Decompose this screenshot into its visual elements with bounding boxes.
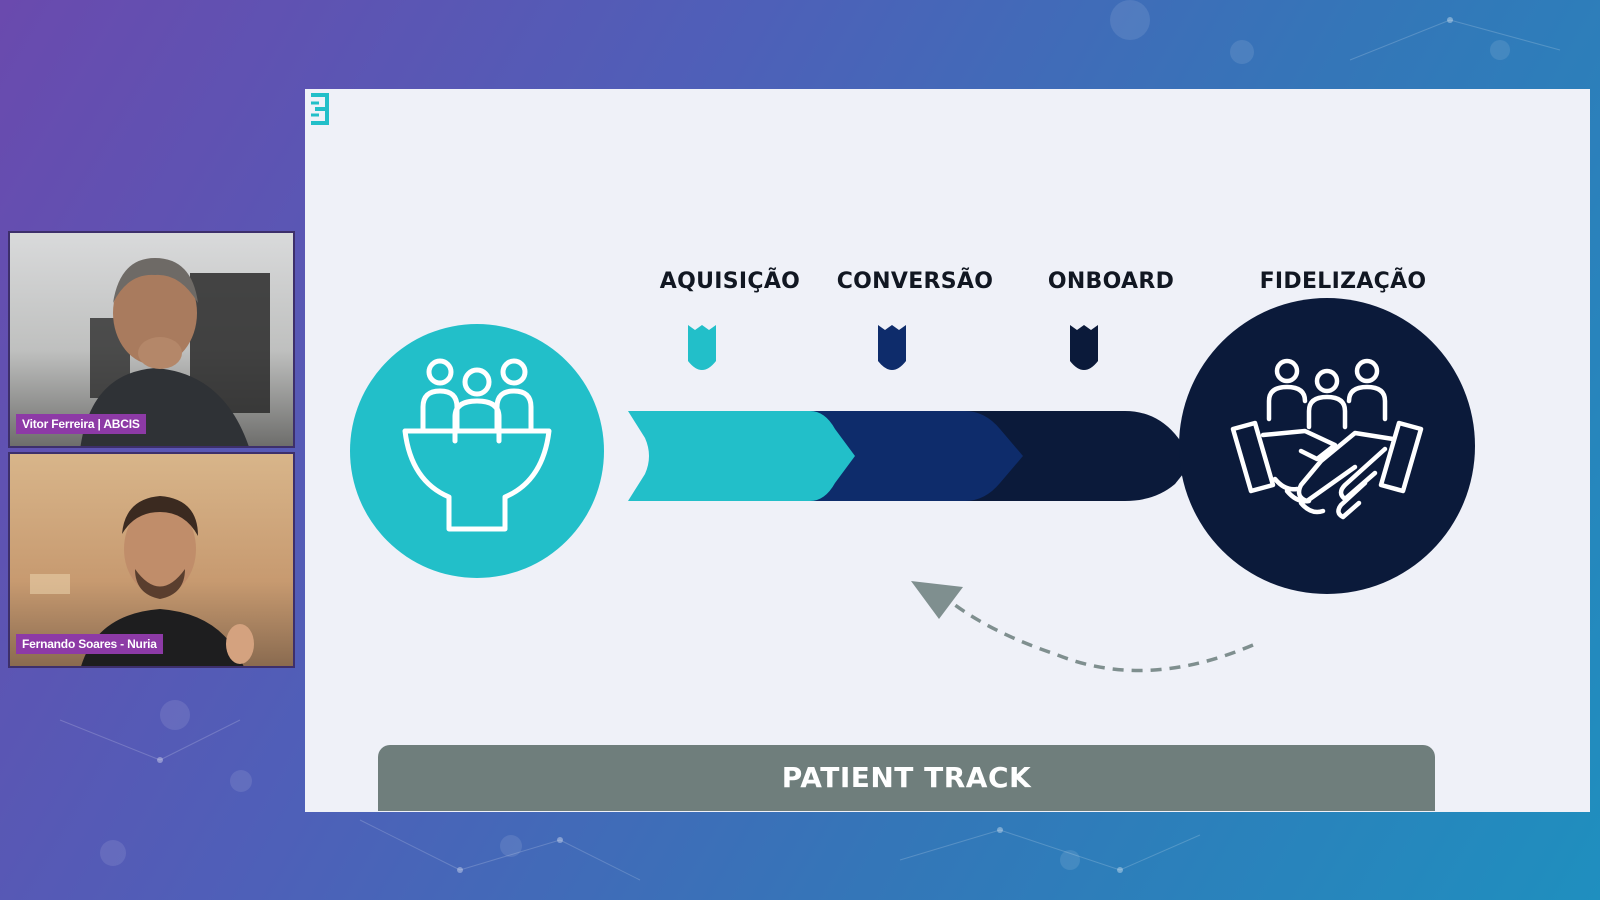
background-bokeh (1060, 850, 1080, 870)
background-bokeh (230, 770, 252, 792)
stage-label-conversao: CONVERSÃO (836, 269, 994, 294)
patient-track-diagram (350, 298, 1475, 673)
brand-logo-icon (311, 93, 329, 125)
stage-label-onboard: ONBOARD (1047, 269, 1175, 294)
background-bokeh (160, 700, 190, 730)
participant-1-nametag: Vitor Ferreira | ABCIS (16, 414, 146, 434)
background-bokeh (500, 835, 522, 857)
acquisition-segment (628, 411, 855, 501)
stage-label-fidelizacao: FIDELIZAÇÃO (1259, 269, 1427, 294)
participant-1-silhouette (80, 258, 270, 446)
marker-conversao-icon (878, 325, 906, 370)
background-bokeh (100, 840, 126, 866)
stage-label-aquisicao: AQUISIÇÃO (659, 269, 801, 294)
participant-video-1[interactable]: Vitor Ferreira | ABCIS (8, 231, 295, 448)
background-bokeh (1490, 40, 1510, 60)
patient-track-banner: PATIENT TRACK (378, 745, 1435, 811)
shared-slide: AQUISIÇÃO CONVERSÃO ONBOARD FIDELIZAÇÃO … (305, 89, 1590, 812)
marker-aquisicao-icon (688, 325, 716, 370)
participant-video-2[interactable]: Fernando Soares - Nuria (8, 452, 295, 668)
people-funnel-icon (402, 358, 552, 532)
dashed-return-arrow-icon (953, 603, 1254, 673)
background-bokeh (1230, 40, 1254, 64)
return-arrow-head-icon (911, 581, 963, 619)
participant-2-nametag: Fernando Soares - Nuria (16, 634, 163, 654)
handshake-circle (1179, 298, 1475, 594)
marker-onboard-icon (1070, 325, 1098, 370)
background-bokeh (1110, 0, 1150, 40)
people-funnel-circle (350, 324, 604, 578)
handshake-team-icon (1230, 358, 1424, 520)
